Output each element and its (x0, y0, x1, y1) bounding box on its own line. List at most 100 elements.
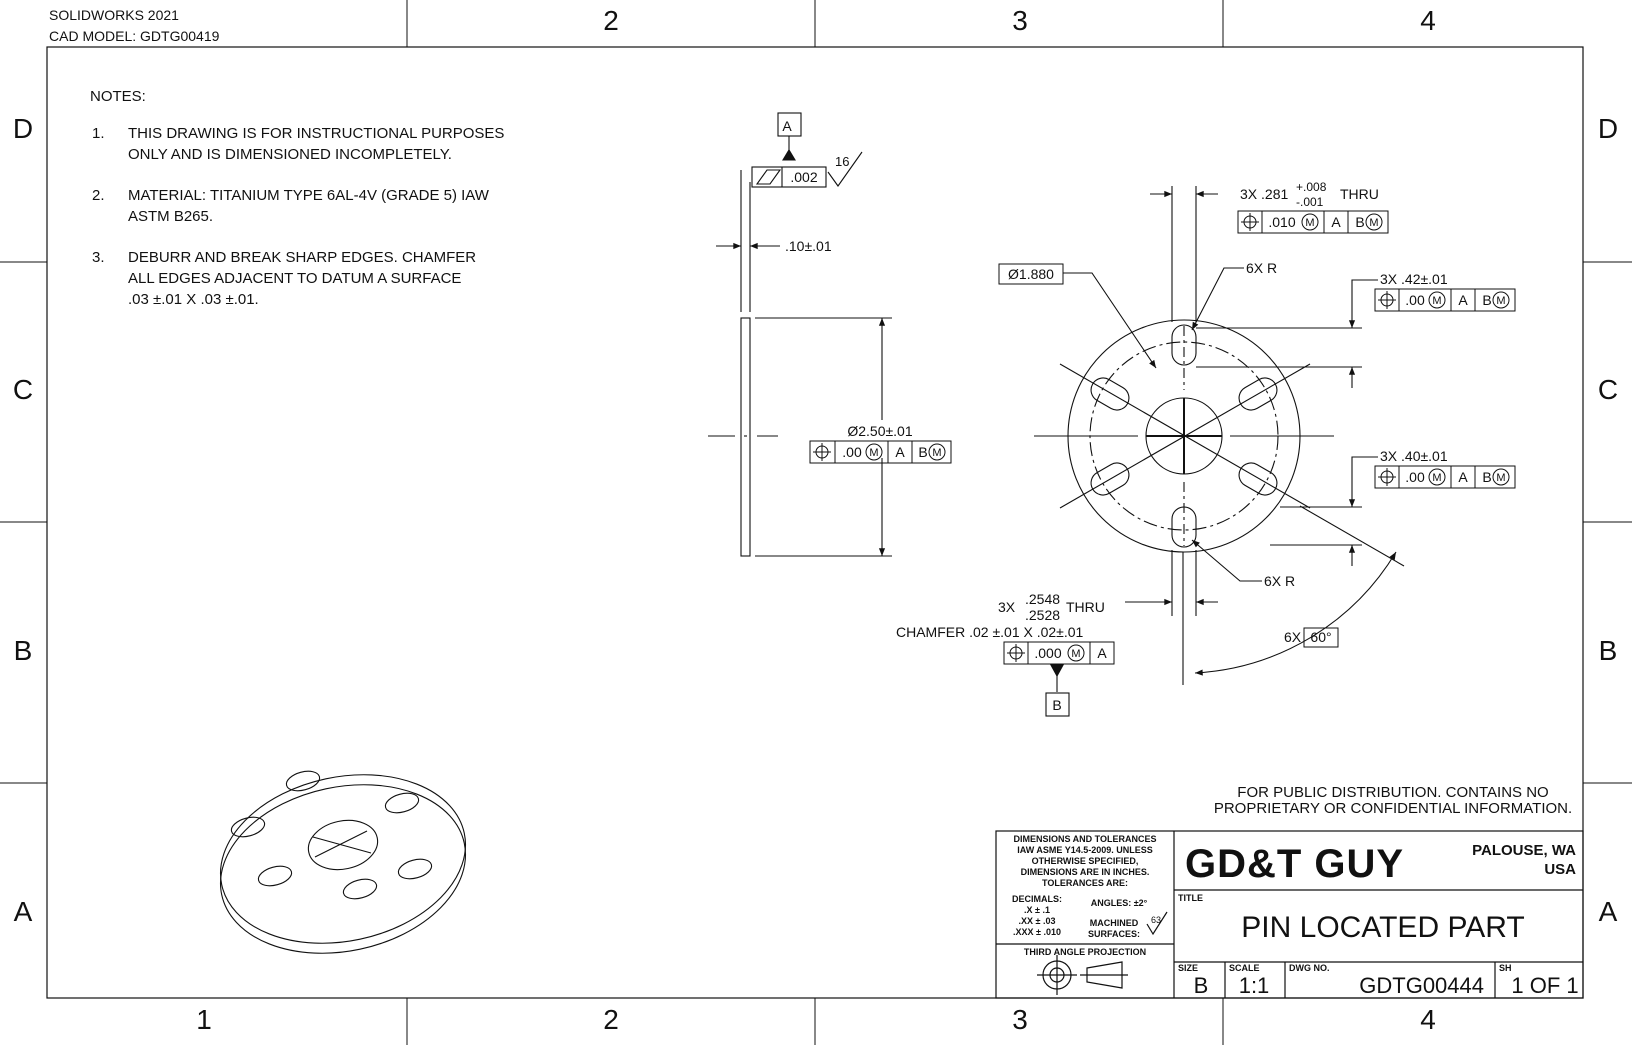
pin-hole-prefix: 3X (998, 599, 1016, 615)
dwg-no-value: GDTG00444 (1359, 973, 1484, 998)
zone-bottom-1: 1 (196, 1004, 212, 1035)
zone-right-C: C (1598, 374, 1618, 405)
isometric-view (219, 770, 467, 954)
slot-mid-dim: 3X .40±.01 (1380, 448, 1448, 464)
distribution-line-2: PROPRIETARY OR CONFIDENTIAL INFORMATION. (1214, 800, 1572, 817)
pin-fcf-mmc: M (1071, 648, 1080, 660)
slot-mid-fcf-mmc: M (1432, 472, 1441, 484)
side-fcf-datum-a: A (895, 444, 905, 460)
decimals-label: DECIMALS: (1012, 894, 1062, 904)
zone-right-A: A (1599, 896, 1618, 927)
sheet-label: SH (1499, 963, 1512, 973)
note-1-number: 1. (92, 125, 105, 142)
zone-right-B: B (1599, 635, 1618, 666)
pin-hole-thru: THRU (1066, 599, 1105, 615)
side-view (708, 112, 892, 557)
zone-bottom-3: 3 (1012, 1004, 1028, 1035)
note-3-line-2: ALL EDGES ADJACENT TO DATUM A SURFACE (128, 270, 461, 287)
zone-left-D: D (13, 113, 33, 144)
company-location-1: PALOUSE, WA (1472, 842, 1576, 859)
zone-left-B: B (14, 635, 33, 666)
cad-model-label: CAD MODEL: GDTG00419 (49, 28, 220, 44)
title-block (995, 830, 1584, 999)
slot-top-fcf-datum-b-mmc: M (1496, 295, 1505, 307)
dwg-no-label: DWG NO. (1289, 963, 1330, 973)
company-logo: GD&T GUY (1185, 842, 1404, 886)
title-label: TITLE (1178, 893, 1203, 903)
zone-top-3: 3 (1012, 5, 1028, 36)
radius-bottom-label: 6X R (1264, 573, 1295, 589)
zone-top-4: 4 (1420, 5, 1436, 36)
hole-fcf-datum-b-mmc: M (1369, 217, 1378, 229)
decimal-xx: .XX ± .03 (1019, 916, 1056, 926)
thickness-dim: .10±.01 (785, 238, 832, 254)
pin-hole-upper: .2548 (1025, 591, 1060, 607)
side-fcf-mmc: M (869, 447, 878, 459)
chamfer-callout: CHAMFER .02 ±.01 X .02±.01 (896, 624, 1084, 640)
pin-fcf-tol: .000 (1034, 645, 1061, 661)
note-1-line-2: ONLY AND IS DIMENSIONED INCOMPLETELY. (128, 146, 452, 163)
note-2-line-2: ASTM B265. (128, 208, 213, 225)
decimal-xxx: .XXX ± .010 (1013, 927, 1061, 937)
pin-fcf (1003, 641, 1115, 665)
note-2-number: 2. (92, 187, 105, 204)
zone-left-A: A (14, 896, 33, 927)
datum-b-label: B (1052, 697, 1061, 713)
software-label: SOLIDWORKS 2021 (49, 7, 179, 23)
side-fcf-datum-b: B (918, 444, 927, 460)
zone-left-C: C (13, 374, 33, 405)
side-fcf-tol: .00 (842, 444, 862, 460)
hole-tol-plus: +.008 (1296, 180, 1327, 194)
slot-top-fcf-mmc: M (1432, 295, 1441, 307)
tolerance-line-3: OTHERWISE SPECIFIED, (1032, 856, 1139, 866)
note-1-line-1: THIS DRAWING IS FOR INSTRUCTIONAL PURPOS… (128, 125, 504, 142)
hole-tol-minus: -.001 (1296, 195, 1324, 209)
note-3-number: 3. (92, 249, 105, 266)
hole-fcf-datum-a: A (1331, 214, 1341, 230)
slot-top-fcf-datum-b: B (1482, 292, 1491, 308)
datum-a-label: A (782, 118, 792, 134)
radius-top-label: 6X R (1246, 260, 1277, 276)
angle-value: 60° (1310, 629, 1331, 645)
surface-finish-value: 16 (835, 154, 849, 169)
note-3-line-1: DEBURR AND BREAK SHARP EDGES. CHAMFER (128, 249, 476, 266)
flatness-value: .002 (790, 169, 817, 185)
pin-hole-lower: .2528 (1025, 607, 1060, 623)
slot-mid-fcf-tol: .00 (1405, 469, 1425, 485)
slot-top-fcf-tol: .00 (1405, 292, 1425, 308)
slot-mid-fcf-datum-b-mmc: M (1496, 472, 1505, 484)
tolerance-block: DIMENSIONS AND TOLERANCES IAW ASME Y14.5… (1012, 834, 1161, 957)
side-fcf (809, 440, 952, 464)
size-label: SIZE (1178, 963, 1198, 973)
decimal-x: .X ± .1 (1024, 905, 1050, 915)
drawing-title: PIN LOCATED PART (1241, 911, 1524, 944)
hole-fcf-mmc: M (1305, 217, 1314, 229)
zone-top-2: 2 (603, 5, 619, 36)
angles-tolerance: ANGLES: ±2° (1091, 898, 1148, 908)
slot-top-fcf-datum-a: A (1458, 292, 1468, 308)
machined-finish-value: 63 (1151, 915, 1161, 925)
slot-mid-fcf-datum-b: B (1482, 469, 1491, 485)
tolerance-line-2: IAW ASME Y14.5-2009. UNLESS (1017, 845, 1153, 855)
bolt-circle-dim: Ø1.880 (1008, 266, 1054, 282)
hole-fcf (1237, 210, 1389, 234)
angle-box (1303, 627, 1339, 648)
tolerance-line-4: DIMENSIONS ARE IN INCHES. (1021, 867, 1150, 877)
projection-label: THIRD ANGLE PROJECTION (1024, 947, 1146, 957)
tolerance-line-1: DIMENSIONS AND TOLERANCES (1013, 834, 1156, 844)
notes-block: NOTES: 1. THIS DRAWING IS FOR INSTRUCTIO… (90, 88, 504, 308)
hole-thru: THRU (1340, 186, 1379, 202)
tolerance-line-5: TOLERANCES ARE: (1042, 878, 1128, 888)
sheet-value: 1 OF 1 (1511, 973, 1578, 998)
slot-top-dim: 3X .42±.01 (1380, 271, 1448, 287)
scale-value: 1:1 (1239, 973, 1270, 998)
notes-heading: NOTES: (90, 88, 146, 105)
company-location-2: USA (1544, 861, 1576, 878)
scale-label: SCALE (1229, 963, 1260, 973)
diameter-dim: Ø2.50±.01 (847, 423, 912, 439)
slot-top-fcf (1374, 288, 1516, 312)
zone-bottom-2: 2 (603, 1004, 619, 1035)
slot-mid-fcf-datum-a: A (1458, 469, 1468, 485)
